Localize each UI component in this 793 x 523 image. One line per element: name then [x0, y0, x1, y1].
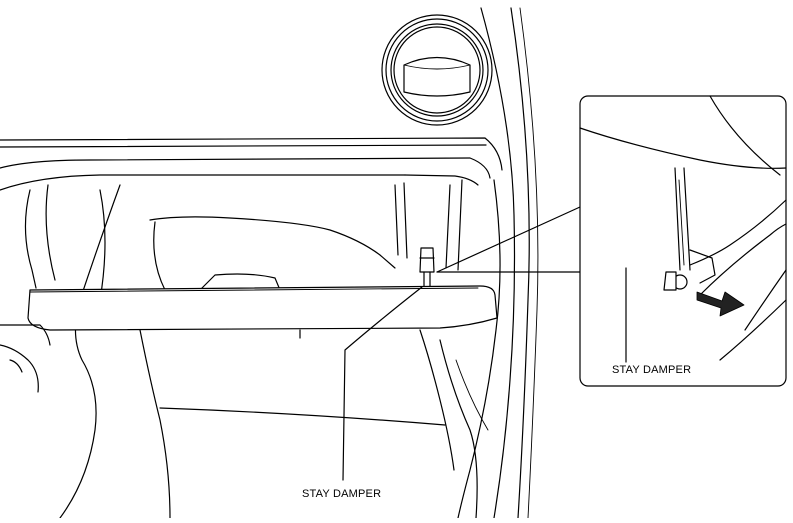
detail-inset	[579, 95, 787, 387]
glove-box-lid	[27, 285, 498, 339]
detail-callout-label: STAY DAMPER	[612, 364, 691, 376]
removal-arrow-icon	[696, 291, 745, 317]
dash-side-panel	[457, 7, 539, 519]
air-vent	[381, 14, 493, 126]
dashboard-upper	[0, 137, 503, 191]
callout-leaders	[342, 206, 581, 481]
stay-damper-main	[419, 247, 435, 287]
main-callout-label: STAY DAMPER	[302, 488, 381, 500]
glove-box-opening	[24, 179, 463, 519]
dashboard-lower	[0, 324, 489, 519]
